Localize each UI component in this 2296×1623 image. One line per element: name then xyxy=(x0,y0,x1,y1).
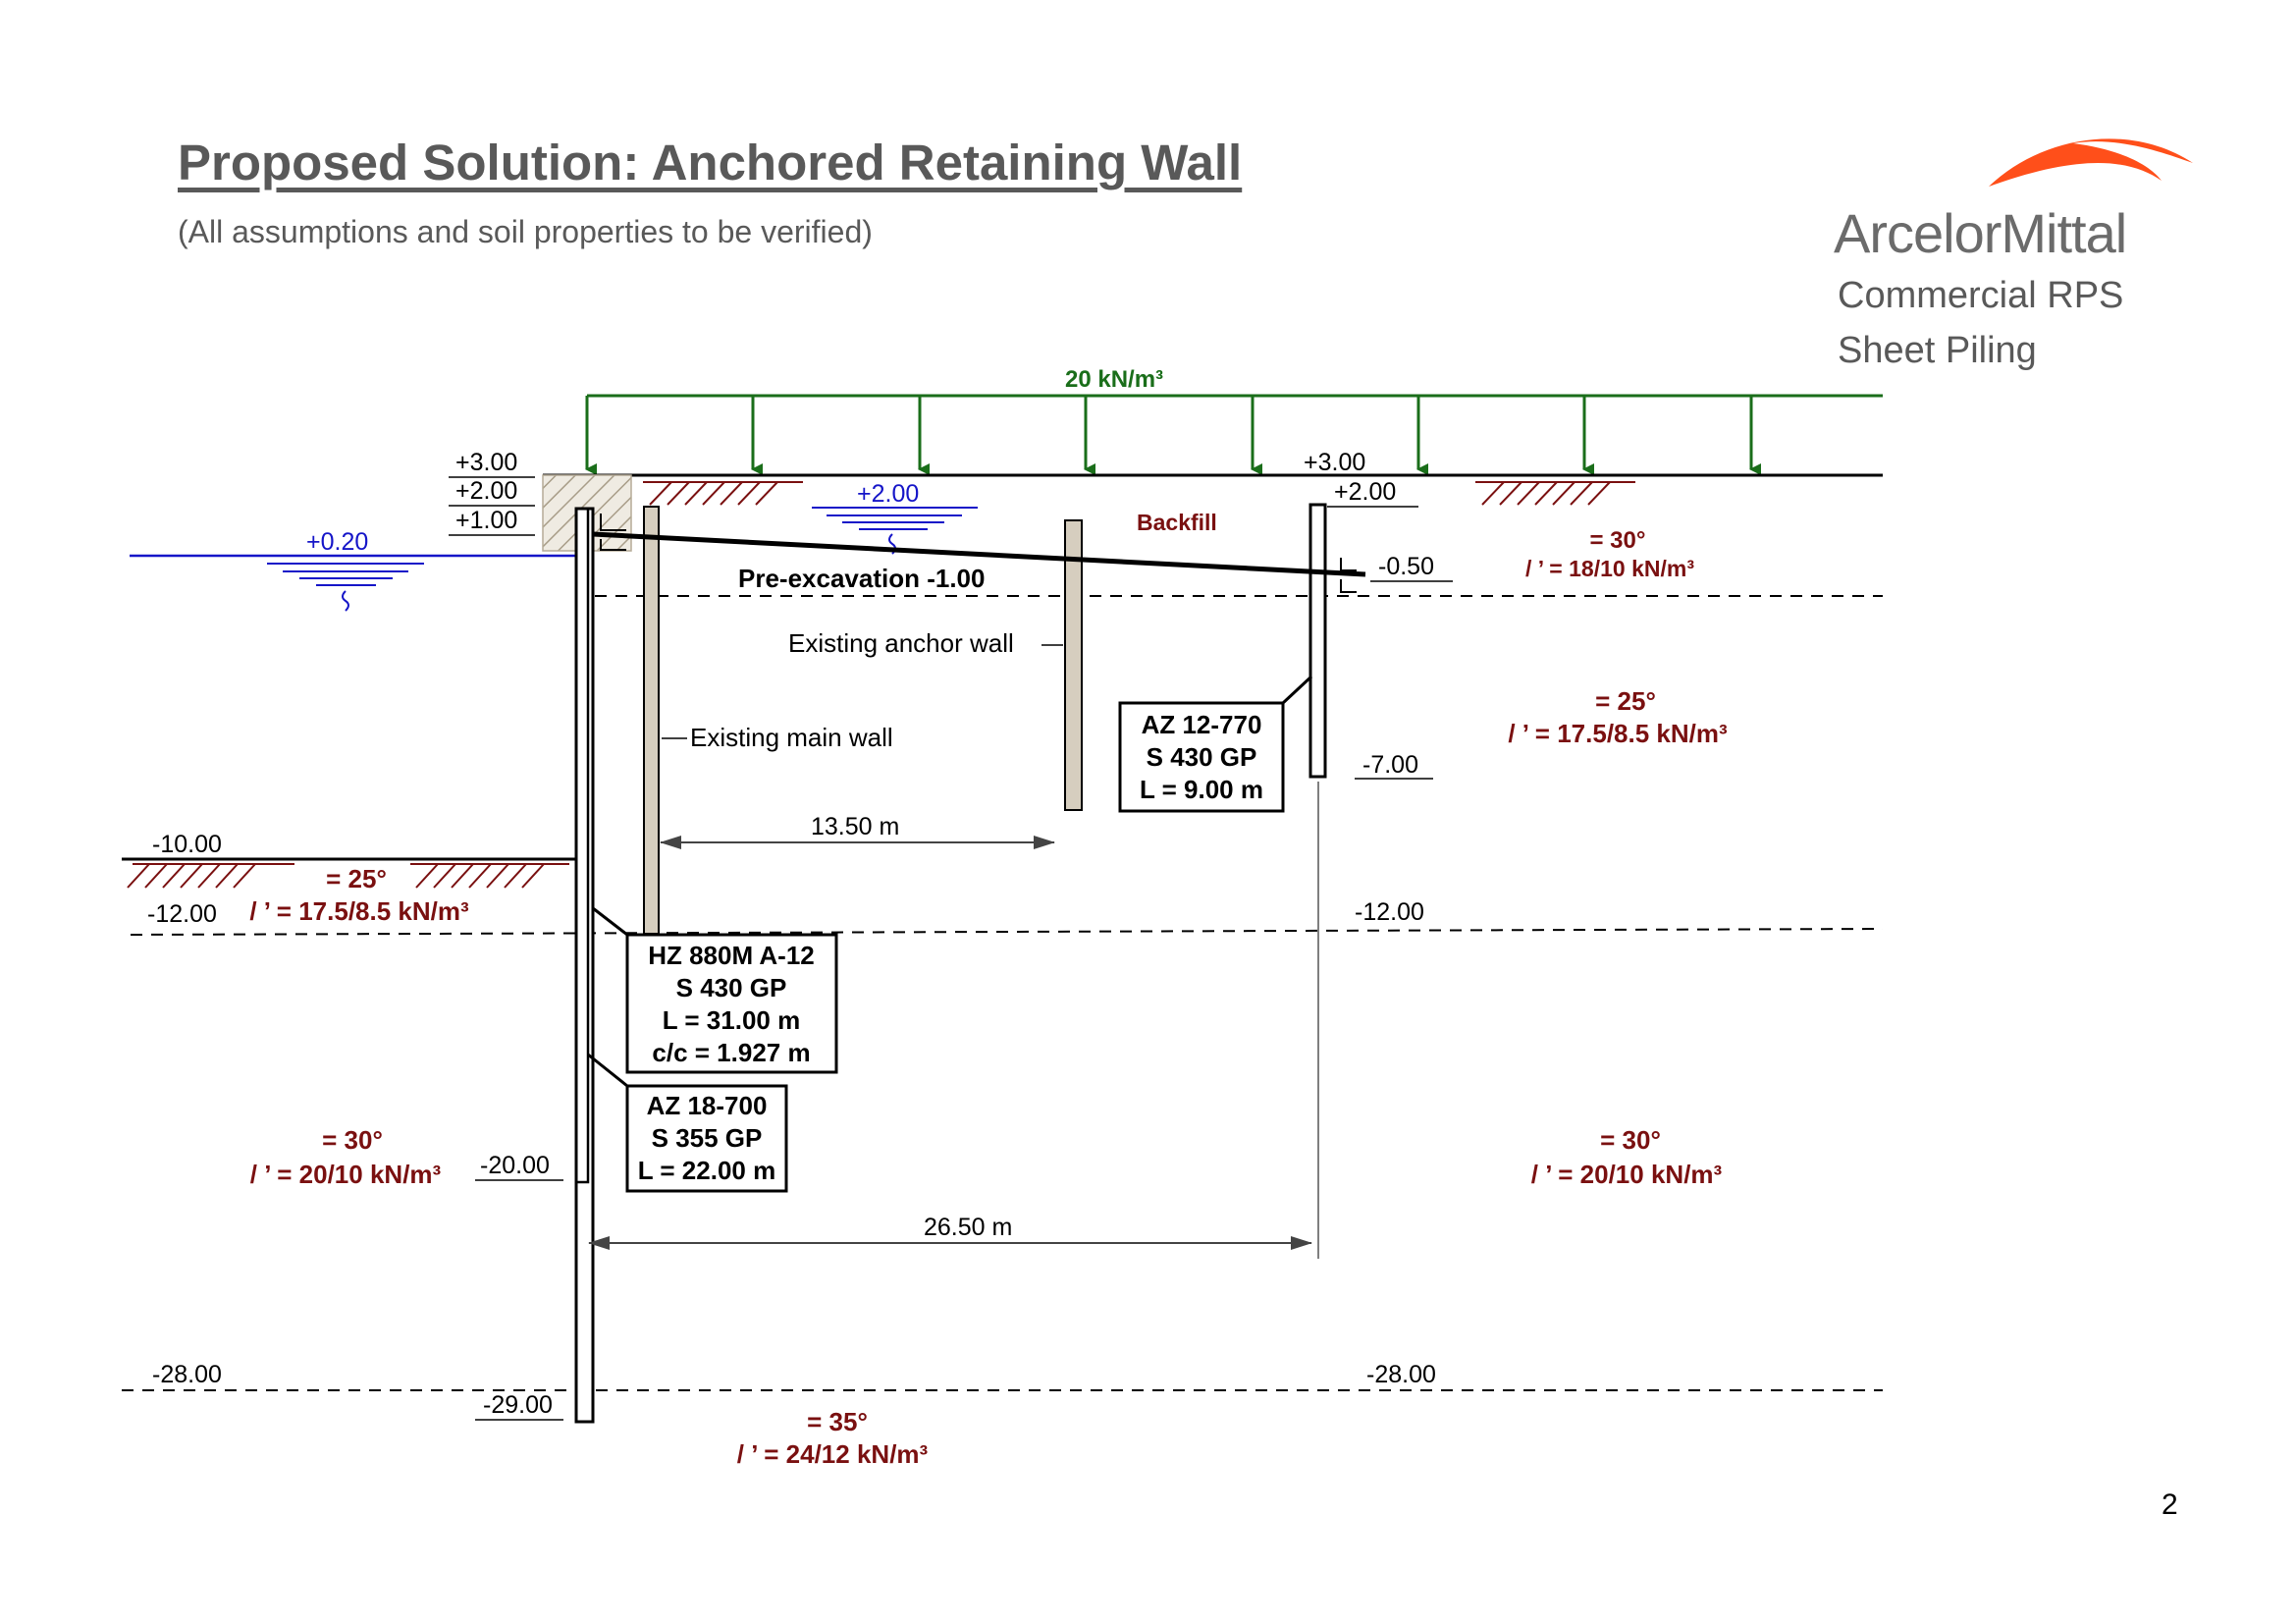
anchor-spec-length: L = 9.00 m xyxy=(1140,775,1263,804)
king-spec-length: L = 31.00 m xyxy=(663,1005,800,1035)
inter-spec-length: L = 22.00 m xyxy=(638,1156,775,1185)
existing-anchor-wall xyxy=(1064,519,1083,811)
existing-main-wall-label: Existing main wall xyxy=(690,723,893,752)
waling xyxy=(600,514,1357,593)
inter-spec-grade: S 355 GP xyxy=(652,1123,763,1153)
soil-backfill-mid-phi: = 25° xyxy=(1595,686,1656,716)
inter-box-leader xyxy=(587,1053,628,1088)
soil-mid-right-phi: = 30° xyxy=(1600,1125,1661,1155)
elev-m2900: -29.00 xyxy=(483,1391,553,1419)
surcharge-load: 20 kN/m³ xyxy=(585,366,1883,475)
soil-mid-right-gamma: / ’ = 20/10 kN/m³ xyxy=(1531,1160,1723,1189)
king-pile-hz880m xyxy=(574,507,595,1424)
soil-bottom-gamma: / ’ = 24/12 kN/m³ xyxy=(737,1439,929,1469)
elev-m2000: -20.00 xyxy=(480,1152,550,1179)
king-spec-section: HZ 880M A-12 xyxy=(648,941,815,970)
elev-p300-left: +3.00 xyxy=(455,449,517,476)
soil-backfill-top-gamma: / ’ = 18/10 kN/m³ xyxy=(1525,556,1694,581)
backfill-label: Backfill xyxy=(1137,510,1217,535)
anchor-spec-section: AZ 12-770 xyxy=(1142,710,1262,739)
intermediate-pile-spec-box: AZ 18-700 S 355 GP L = 22.00 m xyxy=(625,1084,788,1193)
elev-m2800-right: -28.00 xyxy=(1366,1361,1436,1388)
sea-level-label: +0.20 xyxy=(306,528,368,556)
dim-anchor-label: 13.50 m xyxy=(811,813,899,840)
page-title: Proposed Solution: Anchored Retaining Wa… xyxy=(178,135,1243,190)
soil-backfill-top-phi: = 30° xyxy=(1590,527,1646,554)
elev-m700: -7.00 xyxy=(1362,751,1418,779)
sea-water-level: +0.20 xyxy=(130,528,577,612)
king-spec-spacing: c/c = 1.927 m xyxy=(652,1038,810,1067)
king-pile-spec-box: HZ 880M A-12 S 430 GP L = 31.00 m c/c = … xyxy=(625,933,838,1074)
elev-m1200-right: -12.00 xyxy=(1355,898,1424,926)
page-number: 2 xyxy=(2162,1488,2178,1521)
brand-line-2: Sheet Piling xyxy=(1838,330,2037,371)
king-box-leader xyxy=(592,906,628,937)
ground-water-level: +2.00 xyxy=(812,480,978,555)
page-subtitle: (All assumptions and soil properties to … xyxy=(178,214,873,249)
brand-line-1: Commercial RPS xyxy=(1838,275,2124,316)
king-spec-grade: S 430 GP xyxy=(676,973,787,1002)
inter-spec-section: AZ 18-700 xyxy=(647,1091,768,1120)
intermediate-pile-az18 xyxy=(574,507,590,1184)
anchor-spec-grade: S 430 GP xyxy=(1147,742,1257,772)
soil-mid-left-phi: = 30° xyxy=(322,1125,383,1155)
load-label: 20 kN/m³ xyxy=(1065,366,1163,393)
soil-front-upper-phi: = 25° xyxy=(326,864,387,893)
dim-tie-label: 26.50 m xyxy=(924,1214,1012,1241)
soil-mid-left-gamma: / ’ = 20/10 kN/m³ xyxy=(250,1160,442,1189)
anchor-box-leader xyxy=(1281,675,1313,705)
elev-p300-right: +3.00 xyxy=(1304,449,1365,476)
soil-hatch xyxy=(127,481,1635,889)
brand-logo-text: ArcelorMittal xyxy=(1834,202,2127,264)
elev-m050: -0.50 xyxy=(1378,553,1434,580)
elev-m2800-left: -28.00 xyxy=(152,1361,222,1388)
existing-main-wall xyxy=(643,506,660,935)
anchor-wall-spec-box: AZ 12-770 S 430 GP L = 9.00 m xyxy=(1118,701,1285,813)
tie-rod xyxy=(592,531,1366,577)
ground-water-label: +2.00 xyxy=(857,480,919,508)
pre-excavation-label: Pre-excavation -1.00 xyxy=(738,564,985,593)
layer-boundary-12 xyxy=(130,928,1884,936)
elev-m1200-left: -12.00 xyxy=(147,900,217,928)
elev-p200-right: +2.00 xyxy=(1334,478,1396,506)
existing-anchor-wall-label: Existing anchor wall xyxy=(788,628,1014,658)
soil-backfill-mid-gamma: / ’ = 17.5/8.5 kN/m³ xyxy=(1508,719,1728,748)
soil-bottom-phi: = 35° xyxy=(807,1407,868,1436)
elev-m1000: -10.00 xyxy=(152,831,222,858)
elev-p200-left: +2.00 xyxy=(455,477,517,505)
soil-front-upper-gamma: / ’ = 17.5/8.5 kN/m³ xyxy=(249,896,469,926)
arcelormittal-logo-swoosh-icon xyxy=(1989,138,2193,187)
anchor-wall-az12 xyxy=(1308,503,1327,779)
elev-p100-left: +1.00 xyxy=(455,507,517,534)
